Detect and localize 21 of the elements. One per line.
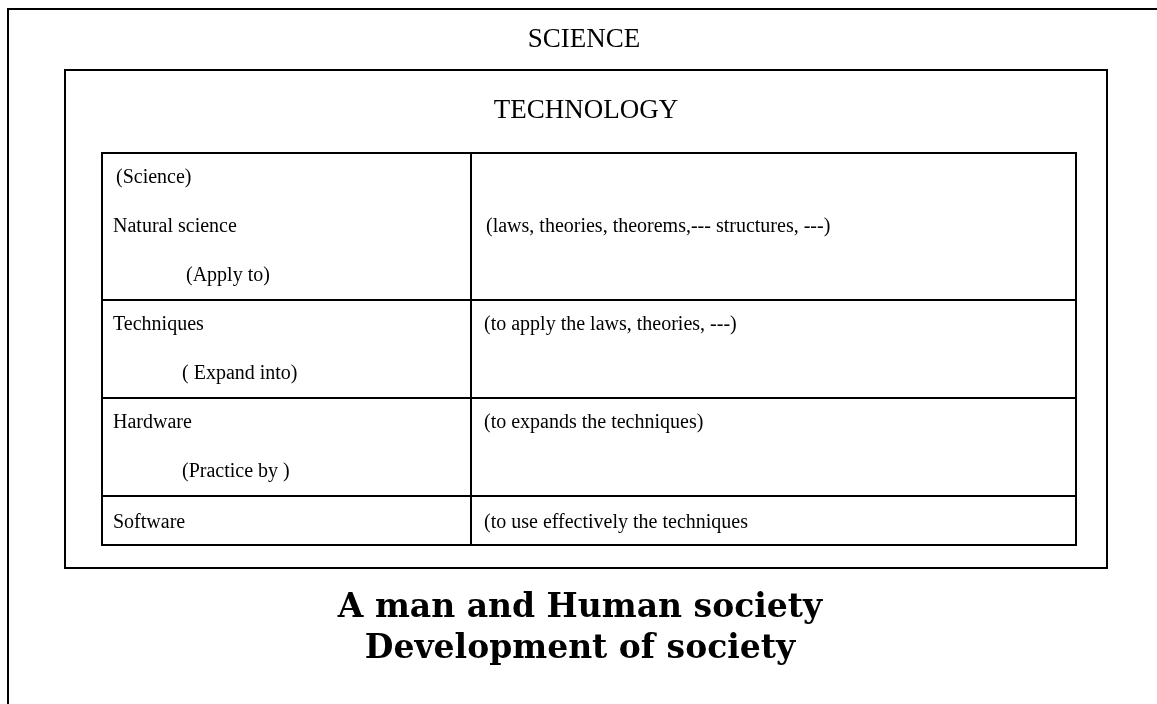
description-text: (to use effectively the techniques — [484, 509, 748, 533]
term-text: (Science) — [116, 164, 192, 188]
term-text: Techniques — [113, 311, 204, 335]
term-text: (Practice by ) — [182, 458, 290, 482]
heading: TECHNOLOGY — [492, 93, 680, 125]
heading: SCIENCE — [526, 22, 642, 54]
table-cell — [101, 152, 472, 301]
term-text: ( Expand into) — [182, 360, 298, 384]
term-text: (Apply to) — [186, 262, 270, 286]
technology-box — [64, 69, 1108, 569]
conclusion-text: A man and Human society Development of society — [336, 585, 824, 667]
description-text: (to apply the laws, theories, ---) — [484, 311, 737, 335]
term-text: Hardware — [113, 409, 192, 433]
outer-frame — [7, 8, 1157, 704]
table-cell — [101, 495, 472, 546]
description-text: (to expands the techniques) — [484, 409, 704, 433]
description-text: (laws, theories, theorems,--- structures, ---) — [486, 213, 831, 237]
term-text: Software — [113, 509, 186, 533]
table-cell — [470, 495, 1077, 546]
table-cell — [470, 152, 1077, 301]
term-text: Natural science — [113, 213, 237, 237]
